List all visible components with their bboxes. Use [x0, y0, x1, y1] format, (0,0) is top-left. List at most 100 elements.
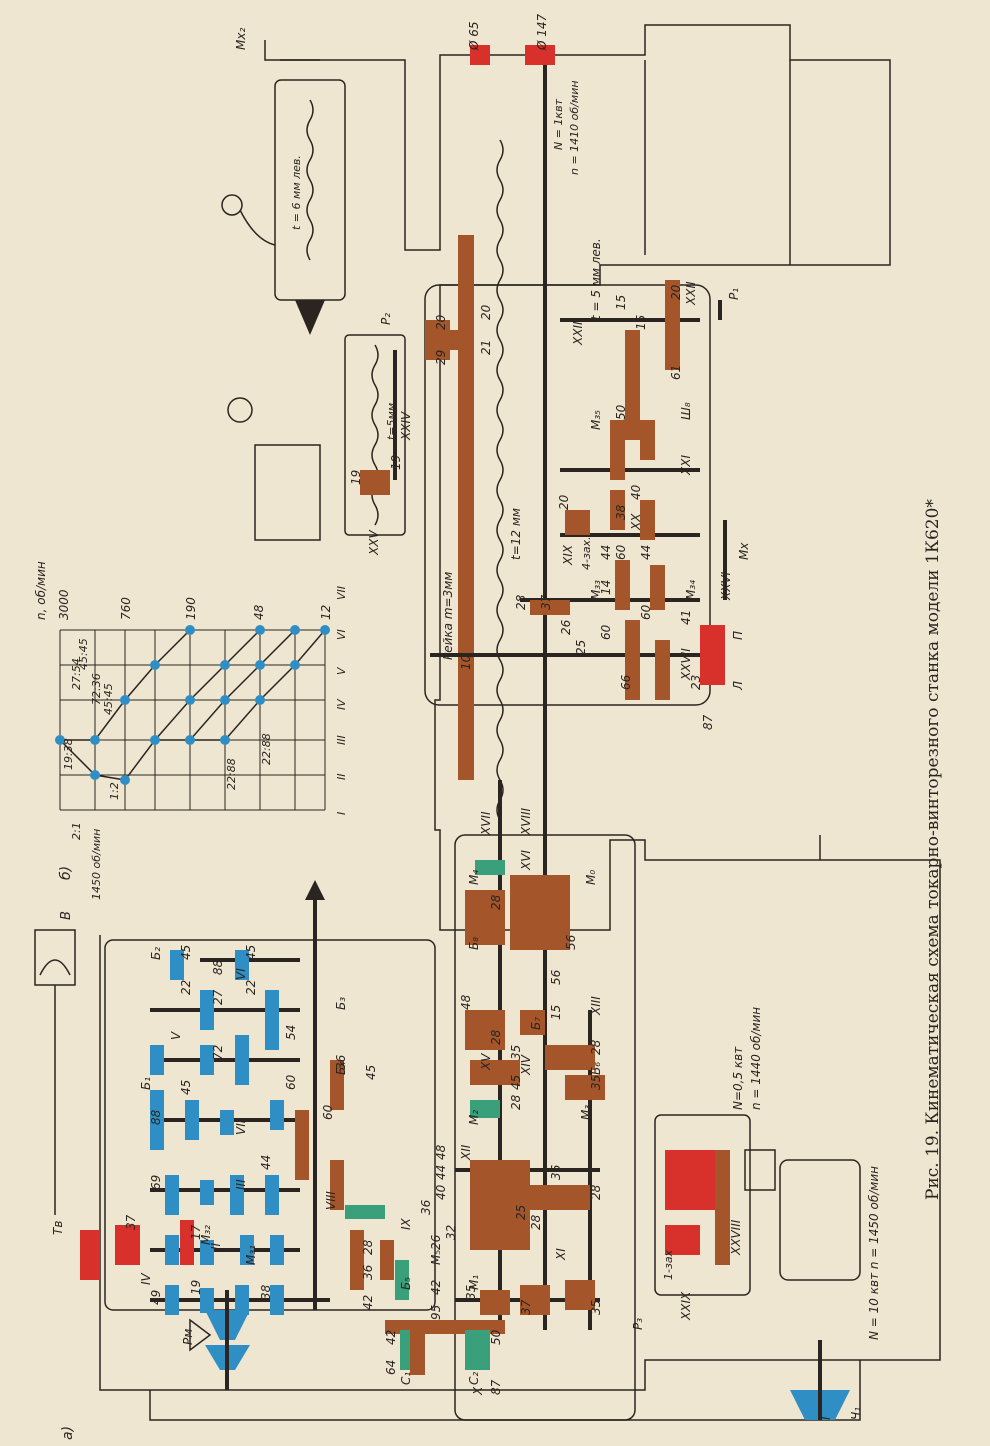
- shaft-num: XIV: [519, 1054, 533, 1076]
- chart-top-rpm-2: 760: [119, 597, 133, 620]
- chart-rpm-axis: n, об/мин: [34, 561, 48, 620]
- gear-num: 32: [444, 1225, 458, 1240]
- gear-num: 48: [459, 994, 473, 1010]
- clutch-label: М₃₅: [589, 410, 603, 430]
- shaft-num: XV: [479, 1053, 493, 1071]
- gear-num: 28: [509, 1094, 523, 1110]
- chart-ratio-c: 45:45: [102, 683, 115, 715]
- chart-shaft-III: III: [335, 735, 348, 745]
- shaft-num: IV: [139, 1272, 153, 1285]
- clutch-label: Б₇: [529, 1017, 543, 1030]
- mx2-label: Mx₂: [234, 28, 248, 50]
- shaft-num: I: [819, 1416, 833, 1420]
- shaft-num: IX: [399, 1217, 413, 1230]
- part-a-label: а): [60, 1426, 76, 1440]
- shaft-num: XXI: [679, 455, 693, 476]
- gear-num: 64: [384, 1360, 398, 1375]
- shaft-num: XI: [554, 1248, 568, 1261]
- gear-num: 60: [321, 1104, 335, 1120]
- shaft-num: XXVI: [719, 571, 733, 601]
- gear-num: 60: [639, 604, 653, 620]
- p1-label: P₁: [727, 288, 741, 300]
- clutch-label: Б₂: [149, 947, 163, 960]
- shaft-num: III: [234, 1179, 248, 1190]
- chart-shaft-I: I: [335, 812, 348, 815]
- feed-gearbox: [385, 860, 605, 1375]
- gear-num: 37: [519, 1299, 533, 1315]
- gear-num: 27: [211, 989, 225, 1005]
- feed-screw-label: t = 5 мм лев.: [589, 238, 603, 320]
- fast-traverse-motor: [654, 1114, 776, 1296]
- clutch-label: M₁: [467, 1275, 481, 1290]
- gear-num: 50: [489, 1329, 503, 1345]
- clutch-label: С₂: [467, 1372, 481, 1385]
- shaft-num: XXVIII: [729, 1219, 743, 1256]
- speed-chart: n, об/мин 1450 об/мин 2:1 1:2 3000 760 1…: [34, 561, 348, 900]
- gear-num: 19: [389, 455, 403, 470]
- clutch-label: M₃: [579, 1105, 593, 1120]
- clutch-label: М₃₁: [244, 1245, 258, 1265]
- gear-num: 87: [489, 1379, 503, 1395]
- gear-num: 95: [429, 1305, 443, 1320]
- gear-num: 25: [514, 1205, 528, 1220]
- headstock: [34, 880, 436, 1315]
- chart-shaft-VI: VI: [335, 629, 348, 640]
- clutch-label: М₃₄: [684, 580, 698, 600]
- motor-fast-label: N=0,5 квт: [731, 1046, 745, 1110]
- gear-num: 17: [189, 1224, 203, 1240]
- gear-num: 37: [539, 594, 553, 610]
- clutch-label: М₃₂: [199, 1225, 213, 1245]
- gear-num: 20: [557, 494, 571, 510]
- chart-ratio-b: 72:36: [90, 673, 103, 705]
- gear-num: 72: [211, 1045, 225, 1060]
- chart-ratio-g: 22:88: [260, 733, 273, 765]
- gear-num: 54: [284, 1025, 298, 1040]
- ml-label: Л: [731, 681, 745, 691]
- shaft-num: XXII: [684, 281, 698, 306]
- gear-num: 49: [149, 1290, 163, 1305]
- shaft-num: XVII: [479, 811, 493, 836]
- gear-num: 44: [259, 1155, 273, 1170]
- gear-num: 88: [149, 1109, 163, 1125]
- gear-num: 60: [614, 544, 628, 560]
- gear-num: 42: [429, 1280, 443, 1295]
- pm-label: Рм: [181, 1329, 195, 1345]
- gear-num: 44: [639, 545, 653, 560]
- chart-shaft-V: V: [335, 666, 348, 675]
- gear-num: 88: [211, 959, 225, 975]
- clutch-labels: M₁ M₂ M₃ M₄ M₅ M₀ М₃₁ М₃₂ М₃₃ М₃₄ М₃₅ Ш₈…: [139, 402, 698, 1385]
- machine-outline: [99, 24, 941, 1421]
- gear-num: 50: [614, 404, 628, 420]
- gear-num: 20: [669, 284, 683, 300]
- gear-num: 10: [459, 654, 473, 670]
- gear-num: 56: [564, 934, 578, 950]
- gear-num: 22: [244, 980, 258, 995]
- chart-ratio-f: 22:88: [225, 758, 238, 790]
- gear-num: 28: [361, 1239, 375, 1255]
- gear-num: 22: [179, 980, 193, 995]
- gear-num: 35: [464, 1285, 478, 1300]
- gear-num: 45: [244, 945, 258, 960]
- gear-num: 45: [179, 1080, 193, 1095]
- pl-label: П: [731, 631, 745, 640]
- shaft-num: X: [471, 1386, 485, 1396]
- chart-rpm-in: 1450 об/мин: [90, 829, 103, 900]
- gear-num: 60: [599, 624, 613, 640]
- clutch-label: M₀: [584, 870, 598, 885]
- shaft-num: VI: [234, 968, 248, 980]
- worm1-label: 1-зах: [662, 1249, 675, 1280]
- chart-ratio-12: 1:2: [108, 782, 121, 800]
- gear-num: 35: [509, 1045, 523, 1060]
- gear-num: 35: [589, 1075, 603, 1090]
- gear-num: 45: [509, 1075, 523, 1090]
- chart-shaft-VII: VII: [335, 586, 348, 600]
- apron: [425, 45, 727, 700]
- motor-fast-n-label: n = 1440 об/мин: [749, 1007, 763, 1110]
- gear-num: 35: [589, 1300, 603, 1315]
- gear-num: 42: [384, 1330, 398, 1345]
- gear-num: 45: [364, 1065, 378, 1080]
- rack-label: Рейка m=3мм: [441, 572, 455, 660]
- shaft-num: XIX: [561, 544, 575, 566]
- shaft-num: V: [169, 1031, 183, 1040]
- clutch-label: Ш₈: [679, 402, 693, 420]
